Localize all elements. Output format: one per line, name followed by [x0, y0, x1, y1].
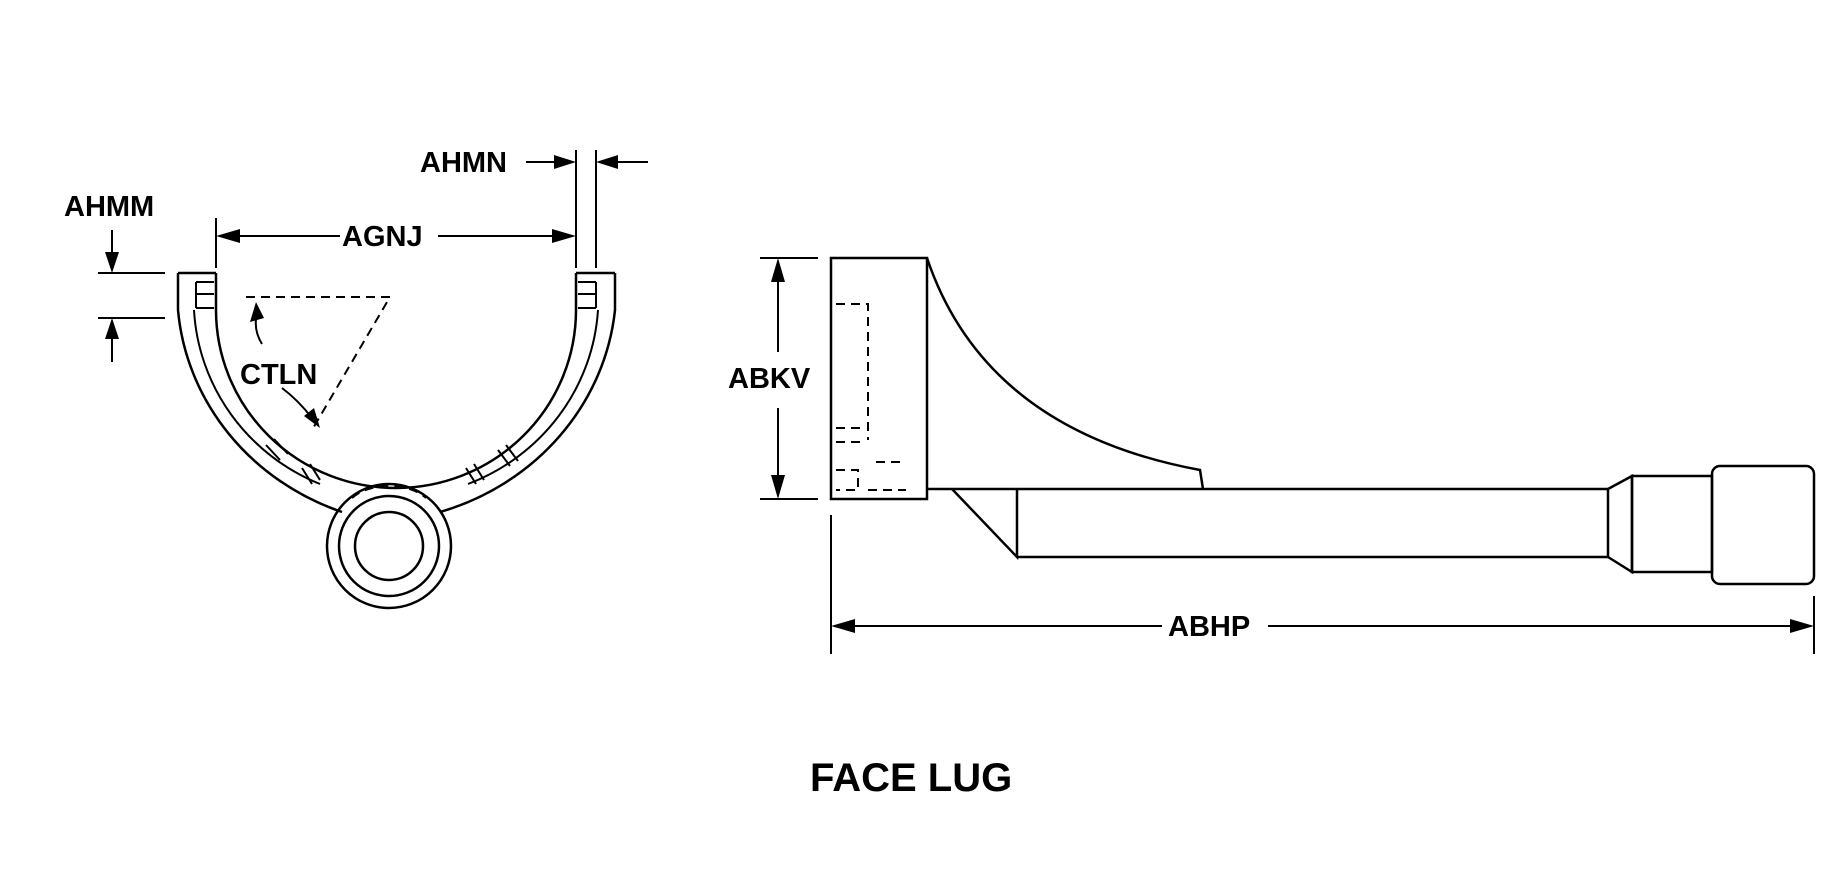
agnj-arrow-left	[216, 229, 240, 243]
groove-arc-right	[467, 309, 599, 485]
rib-slot-1	[265, 438, 289, 461]
taper	[1607, 473, 1634, 575]
abkv-arrow-top	[771, 258, 785, 282]
front-view: CTLN AHMM AGNJ AHMN	[64, 147, 648, 610]
groove-arc	[193, 309, 321, 485]
ahmn-arrow-left	[554, 155, 576, 169]
side-view: ABKV ABHP	[728, 256, 1816, 654]
head-block	[829, 256, 929, 501]
ctln-arrow-bottom	[304, 408, 320, 428]
abkv-label: ABKV	[728, 363, 811, 395]
left-notch	[195, 281, 214, 309]
eye-outer	[325, 482, 453, 610]
abhp-arrow-left	[831, 619, 855, 633]
head-hidden-3	[836, 461, 906, 491]
abhp-label: ABHP	[1168, 611, 1250, 643]
ctln-label: CTLN	[240, 359, 317, 391]
end-cap	[1710, 464, 1816, 586]
shaft-chamfer	[951, 488, 1019, 561]
ahmm-label: AHMM	[64, 191, 154, 223]
right-notch	[578, 281, 597, 309]
agnj-arrow-right	[552, 229, 576, 243]
ahmm-arrow-top	[105, 252, 119, 273]
agnj-label: AGNJ	[342, 221, 423, 253]
outer-arc	[176, 273, 343, 514]
curved-web	[925, 257, 1205, 490]
drawing-title: FACE LUG	[810, 756, 1012, 800]
inner-arc	[214, 273, 578, 490]
hidden-triangle	[246, 296, 392, 431]
rib-slot-3	[465, 463, 485, 485]
rib-slot-4	[497, 444, 519, 467]
eye-hidden-line	[351, 485, 427, 499]
head-hidden-2	[836, 427, 864, 443]
ahmn-label: AHMN	[420, 147, 507, 179]
rib-slot-2	[301, 463, 321, 485]
abhp-arrow-right	[1790, 619, 1814, 633]
ahmm-arrow-bottom	[105, 318, 119, 339]
ahmn-arrow-right	[596, 155, 618, 169]
collar	[1630, 474, 1714, 574]
outer-arc-right	[439, 273, 617, 514]
abkv-arrow-bottom	[771, 475, 785, 499]
eye-inner	[353, 510, 425, 582]
head-hidden-1	[836, 303, 869, 440]
ctln-arrow-top	[250, 302, 264, 322]
eye-middle	[337, 494, 441, 598]
